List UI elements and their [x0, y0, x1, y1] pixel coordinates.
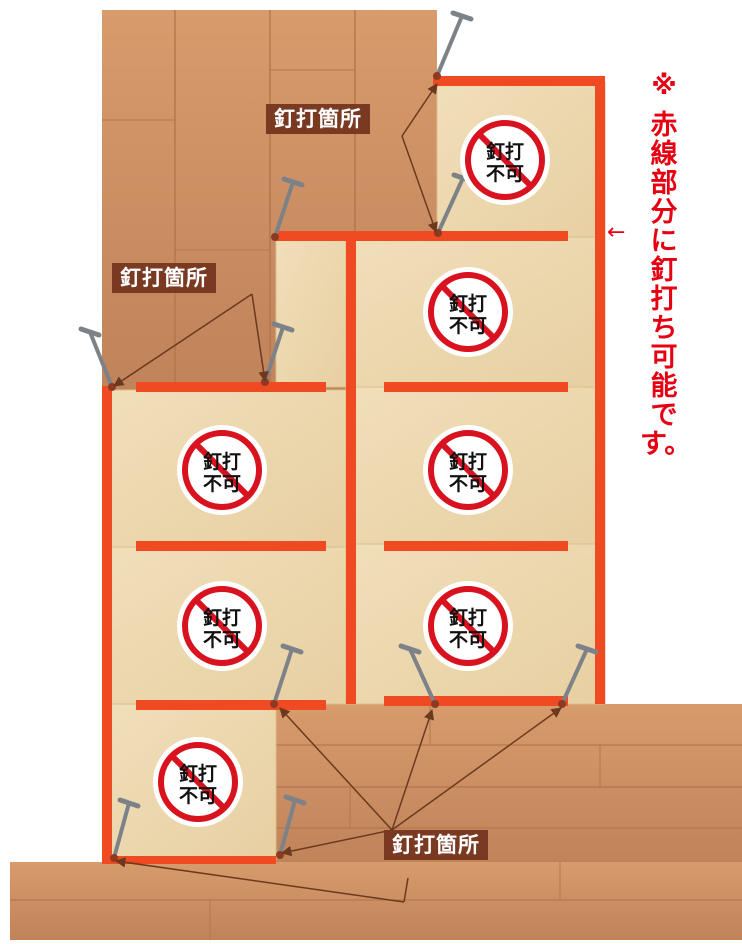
no-nail-sign-line1: 釘打	[203, 450, 241, 473]
nailable-red-lines	[102, 76, 605, 864]
nailable-line	[595, 76, 605, 704]
nail-icon	[271, 176, 305, 241]
side-note: ※ 赤線部分に釘打ち可能です。	[640, 71, 692, 460]
nailable-line	[108, 856, 276, 864]
no-nail-sign-line2: 不可	[449, 315, 487, 337]
callout-arrow	[401, 135, 438, 233]
callout-label-left: 釘打箇所	[112, 263, 216, 293]
no-nail-sign-line2: 不可	[203, 473, 241, 495]
callout-arrows	[113, 83, 562, 903]
no-nail-sign-line1: 釘打	[449, 450, 487, 473]
callout-arrow	[391, 707, 562, 831]
nail-icon	[270, 643, 304, 708]
no-nail-sign-line2: 不可	[203, 629, 241, 651]
nail-icon	[398, 643, 439, 708]
callout-arrow	[280, 829, 393, 857]
nailable-line	[136, 541, 326, 551]
no-nail-sign-line2: 不可	[449, 629, 487, 651]
nailable-line	[102, 386, 112, 864]
note-mark: ※	[651, 71, 677, 101]
existing-floor-top	[102, 10, 437, 390]
callout-arrow	[114, 857, 405, 903]
arrow-left-icon: ←	[607, 220, 626, 245]
no-nail-sign-line2: 不可	[486, 163, 524, 185]
no-nail-sign-line2: 不可	[179, 785, 217, 807]
nail-icon	[433, 10, 474, 80]
nailable-line	[433, 76, 605, 86]
nail-icon	[558, 643, 599, 708]
nailable-line	[384, 541, 568, 551]
callout-arrow	[391, 709, 434, 831]
no-nail-sign-line1: 釘打	[203, 606, 241, 629]
nail-icon	[110, 797, 141, 862]
callout-arrow	[279, 707, 393, 831]
callout-arrow	[401, 83, 438, 137]
nailable-line	[384, 696, 568, 706]
nail-icon	[276, 794, 307, 859]
nailable-line	[276, 231, 346, 241]
nailable-line	[136, 700, 326, 710]
nailable-line	[346, 231, 568, 241]
no-nail-sign-line1: 釘打	[486, 140, 524, 163]
no-nail-sign-line1: 釘打	[179, 762, 217, 785]
nailable-line	[136, 382, 326, 392]
callout-label-bottom: 釘打箇所	[384, 830, 488, 860]
plywood-panel	[275, 236, 347, 388]
no-nail-sign-line2: 不可	[449, 473, 487, 495]
nailable-line	[384, 382, 568, 392]
callout-arrow	[251, 293, 269, 383]
nailable-line	[346, 231, 356, 704]
callout-label-top: 釘打箇所	[266, 104, 370, 134]
no-nail-sign-line1: 釘打	[449, 292, 487, 315]
callout-arrow	[113, 293, 253, 387]
side-note-text: 赤線部分に釘打ち可能です。	[640, 110, 692, 460]
callout-arrow	[403, 877, 409, 903]
no-nail-sign-line1: 釘打	[449, 606, 487, 629]
